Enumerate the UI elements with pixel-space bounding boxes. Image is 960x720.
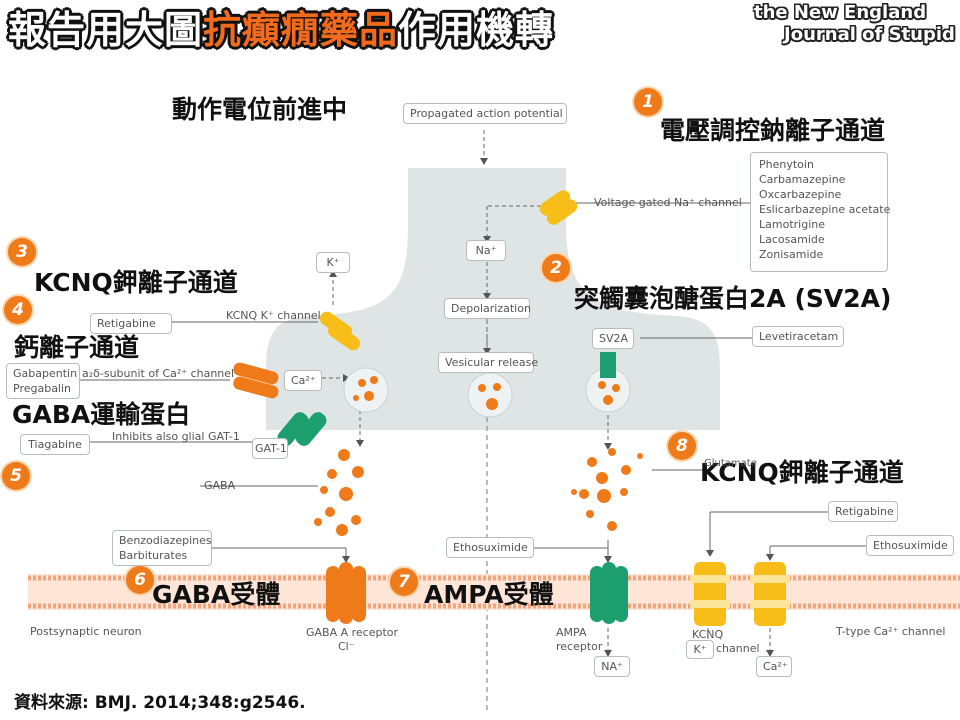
badge-6: 6: [126, 566, 154, 594]
box-tiagabine: Tiagabine: [20, 434, 90, 455]
zh-label-sv2a: 突觸囊泡醣蛋白2A (SV2A): [574, 284, 892, 313]
box-sv2a: SV2A: [592, 328, 634, 349]
box-na-channel-drugs: Phenytoin Carbamazepine Oxcarbazepine Es…: [750, 152, 891, 272]
box-retigabine-right: Retigabine: [828, 501, 898, 522]
na-channel: [539, 190, 578, 225]
drug-carbamazepine: Carbamazepine: [759, 173, 846, 186]
zh-label-na-channel: 電壓調控鈉離子通道: [660, 116, 886, 145]
ca-channel: [233, 362, 279, 399]
vesicles: [343, 367, 631, 418]
zh-label-gaba-receptor: GABA受體: [152, 580, 281, 609]
box-depolarization: Depolarization: [444, 298, 531, 319]
drug-eslicarbazepine: Eslicarbazepine acetate: [759, 203, 891, 216]
zh-label-kcnq-right: KCNQ鉀離子通道: [700, 458, 904, 487]
logo-line-2: Journal of Stupid: [784, 24, 955, 45]
t-type-ca-channel: [750, 562, 790, 626]
badge-5: 5: [2, 462, 30, 490]
neurotransmitter-particles: [314, 376, 643, 536]
box-ca-out: Ca²⁺: [756, 656, 792, 677]
badge-1: 1: [634, 88, 662, 116]
badge-3: 3: [8, 238, 36, 266]
badge-4: 4: [4, 296, 32, 324]
box-na-ion: Na⁺: [466, 240, 506, 261]
label-ampa-receptor: receptor: [556, 640, 603, 653]
gaba-a-receptor: [326, 562, 366, 624]
drug-gabapentin: Gabapentin: [13, 367, 78, 380]
box-ethosuximide-right: Ethosuximide: [866, 535, 954, 556]
logo-line-1: the New England: [754, 2, 927, 23]
label-kcnq-channel: channel: [716, 642, 760, 655]
label-kcnq: KCNQ: [692, 628, 724, 641]
drug-barbiturates: Barbiturates: [119, 549, 188, 562]
zh-label-calcium: 鈣離子通道: [14, 333, 140, 362]
label-gaba: GABA: [204, 479, 236, 492]
label-postsynaptic-neuron: Postsynaptic neuron: [30, 625, 142, 638]
box-propagated-action-potential: Propagated action potential: [403, 103, 567, 124]
drug-lamotrigine: Lamotrigine: [759, 218, 825, 231]
box-gabapentin-pregabalin: Gabapentin Pregabalin: [6, 363, 80, 399]
drug-phenytoin: Phenytoin: [759, 158, 814, 171]
kcnq-channel-post: [690, 562, 730, 626]
label-glutamate: Glutamate: [704, 458, 757, 469]
label-t-type-ca-channel: T-type Ca²⁺ channel: [836, 625, 946, 638]
drug-benzodiazepines: Benzodiazepines: [119, 534, 212, 547]
sv2a-protein: [600, 352, 616, 378]
label-kcnq-k-channel: KCNQ K⁺ channel: [226, 309, 321, 322]
drug-lacosamide: Lacosamide: [759, 233, 825, 246]
title-suffix: 作用機轉: [398, 8, 555, 52]
box-ca-ion: Ca²⁺: [284, 370, 322, 391]
zh-label-gaba-transporter: GABA運輸蛋白: [12, 400, 191, 429]
postsynaptic-membrane: [28, 574, 960, 610]
badge-7: 7: [390, 568, 418, 596]
badge-2: 2: [542, 254, 570, 282]
drug-zonisamide: Zonisamide: [759, 248, 824, 261]
page-title: 報告用大圖抗癲癇藥品作用機轉: [8, 4, 554, 56]
title-prefix: 報告用大圖: [8, 8, 204, 52]
ampa-receptor: [590, 562, 628, 624]
label-vg-na-channel: Voltage gated Na⁺ channel: [594, 196, 742, 209]
box-ethosuximide-mid: Ethosuximide: [446, 537, 534, 558]
box-k-out: K⁺: [686, 640, 714, 659]
box-vesicular-release: Vesicular release: [438, 352, 538, 373]
box-k-ion: K⁺: [316, 252, 350, 273]
label-chloride: Cl⁻: [338, 640, 355, 653]
badge-8: 8: [668, 432, 696, 460]
journal-logo: the New England Journal of Stupid: [748, 2, 955, 48]
drug-oxcarbazepine: Oxcarbazepine: [759, 188, 842, 201]
label-gaba-a-receptor: GABA A receptor: [306, 626, 399, 639]
box-gat1: GAT-1: [252, 438, 288, 459]
title-highlight: 抗癲癇藥品: [203, 8, 399, 52]
label-a2d-subunit: a₂δ-subunit of Ca²⁺ channel: [82, 367, 235, 380]
label-ampa: AMPA: [556, 626, 587, 639]
gat1-transporter: [277, 412, 327, 446]
drug-pregabalin: Pregabalin: [13, 382, 72, 395]
box-retigabine-left: Retigabine: [90, 313, 172, 334]
zh-label-action-potential: 動作電位前進中: [172, 95, 348, 124]
zh-label-kcnq-left: KCNQ鉀離子通道: [34, 268, 238, 297]
box-na-out: NA⁺: [594, 656, 630, 677]
box-benzo-barbiturates: Benzodiazepines Barbiturates: [112, 530, 212, 566]
kcnq-k-channel: [319, 311, 361, 351]
label-inhibits-glial-gat1: Inhibits also glial GAT-1: [112, 430, 240, 443]
zh-label-ampa-receptor: AMPA受體: [424, 580, 554, 609]
box-levetiracetam: Levetiracetam: [752, 326, 844, 347]
source-citation: 資料來源: BMJ. 2014;348:g2546.: [14, 693, 306, 713]
